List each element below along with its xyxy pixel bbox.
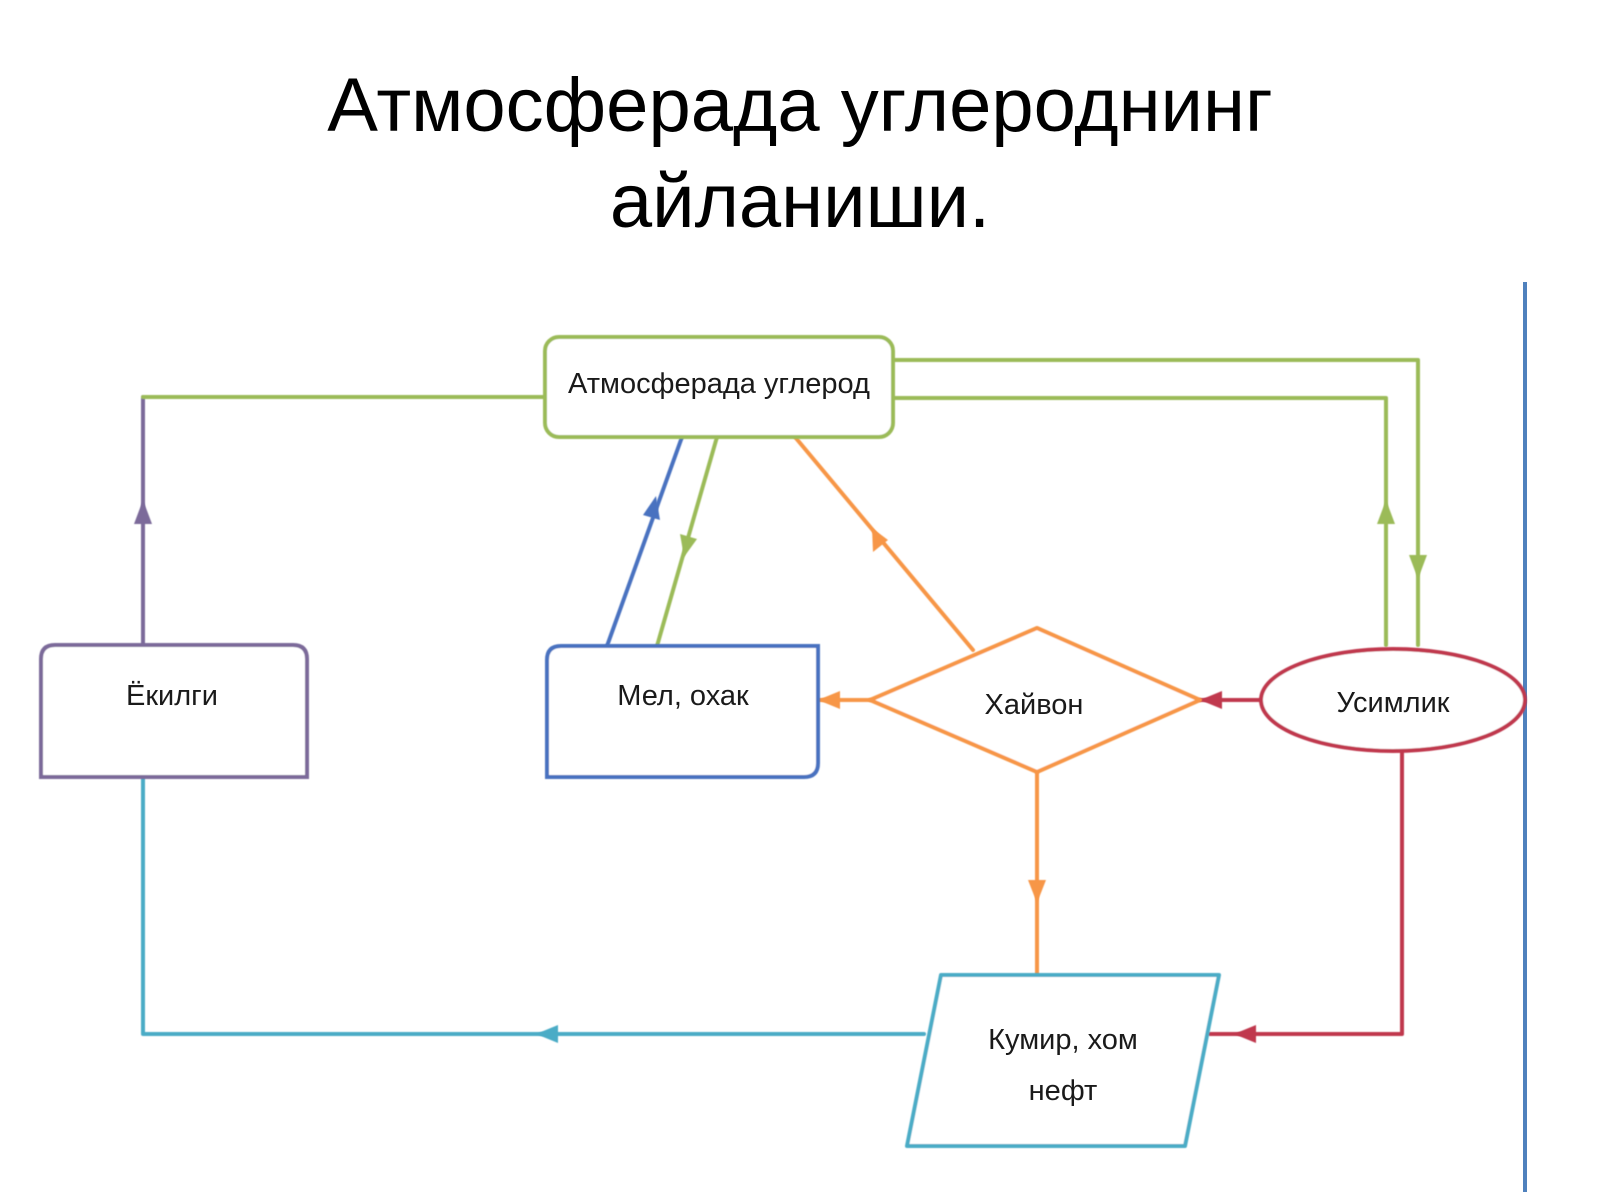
node-atmosphere-label: Атмосферада углерод	[568, 368, 870, 400]
title-line-2: айланиши.	[609, 159, 991, 244]
arrowhead-plant-to-coal	[1234, 1025, 1256, 1043]
arrowhead-atmosphere-to-plant	[1409, 555, 1427, 579]
slide-title: Атмосферада углероднинг айланиши.	[0, 58, 1600, 250]
arrowhead-animal-to-coal	[1028, 880, 1046, 903]
node-plant: Усимлик	[1259, 647, 1527, 753]
connector-coal-to-fuel	[141, 775, 926, 1036]
connector-plant-to-atmosphere	[891, 396, 1388, 647]
node-fuel: Ёкилги	[39, 643, 309, 779]
arrowhead-atmosphere-to-chalk	[680, 534, 697, 557]
arrowhead-animal-to-chalk	[818, 691, 840, 709]
node-animal-label: Хайвон	[985, 689, 1084, 721]
node-coal-label-line-1: Кумир, хом	[988, 1024, 1138, 1056]
arrowhead-animal-to-atmosphere	[872, 528, 888, 552]
node-coal: Кумир, хом нефт	[905, 973, 1221, 1148]
arrowhead-fuel-up	[134, 500, 152, 524]
node-plant-label: Усимлик	[1337, 687, 1450, 719]
node-coal-label-line-2: нефт	[1029, 1075, 1098, 1107]
title-line-1: Атмосферада углероднинг	[327, 63, 1273, 148]
node-animal: Хайвон	[868, 626, 1202, 774]
node-chalk: Мел, охак	[545, 644, 820, 779]
arrowhead-chalk-to-atmosphere	[643, 496, 660, 520]
connector-atmosphere-to-plant	[891, 358, 1420, 647]
node-chalk-label: Мел, охак	[617, 680, 749, 712]
arrowhead-coal-to-fuel	[536, 1025, 558, 1043]
arrowhead-plant-to-atmosphere	[1377, 500, 1395, 524]
connector-plant-to-coal	[1208, 750, 1404, 1036]
node-atmosphere: Атмосферада углерод	[543, 335, 895, 439]
connector-chalk-to-atmosphere	[605, 435, 684, 648]
node-fuel-label: Ёкилги	[126, 680, 218, 712]
arrowhead-plant-to-animal	[1200, 691, 1222, 709]
connector-animal-to-atmosphere	[793, 435, 975, 652]
